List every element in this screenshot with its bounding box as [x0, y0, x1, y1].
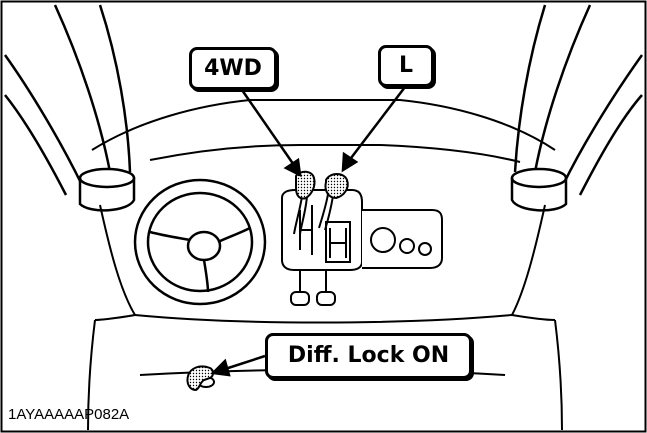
- diff-lock-arrow: [222, 356, 265, 370]
- l-arrow: [348, 87, 405, 162]
- 4wd-callout-label: 4WD: [189, 47, 277, 90]
- diff-lock-pedal: [187, 366, 214, 390]
- 4wd-arrow: [242, 90, 296, 168]
- diff-lock-arrowhead: [213, 361, 229, 375]
- diff-lock-callout-label: Diff. Lock ON: [265, 333, 472, 379]
- low-range-callout-label: L: [378, 45, 434, 87]
- figure-code: 1AYAAAAAP082A: [8, 406, 129, 423]
- 4wd-arrowhead: [286, 160, 300, 175]
- right-roll-bar: [515, 5, 642, 195]
- left-roll-bar-mount: [80, 169, 134, 210]
- right-roll-bar-mount: [512, 169, 566, 210]
- l-arrowhead: [343, 154, 356, 170]
- left-roll-bar: [5, 5, 130, 195]
- instrument-cluster: [362, 210, 442, 268]
- pedals: [291, 270, 335, 305]
- steering-wheel: [135, 180, 265, 304]
